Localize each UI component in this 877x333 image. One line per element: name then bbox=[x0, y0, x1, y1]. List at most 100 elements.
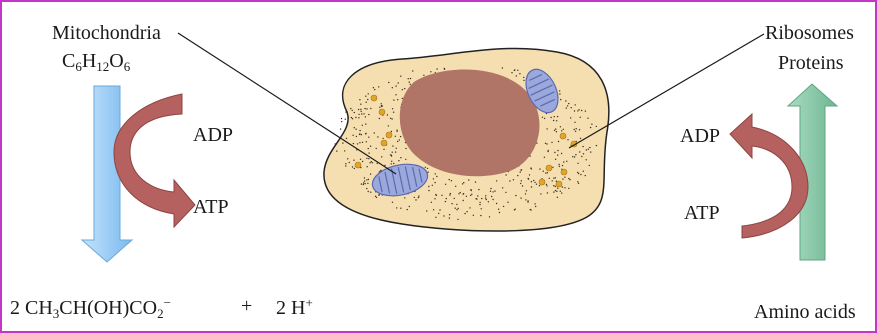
stipple-dot bbox=[400, 208, 401, 209]
stipple-dot bbox=[446, 198, 447, 199]
stipple-dot bbox=[575, 104, 576, 105]
stipple-dot bbox=[435, 194, 436, 195]
stipple-dot bbox=[377, 163, 378, 164]
stipple-dot bbox=[370, 173, 371, 174]
stipple-dot bbox=[354, 127, 355, 128]
stipple-dot bbox=[561, 130, 562, 131]
stipple-dot bbox=[349, 162, 350, 163]
stipple-dot bbox=[391, 155, 392, 156]
stipple-dot bbox=[387, 114, 388, 115]
stipple-dot bbox=[521, 169, 522, 170]
stipple-dot bbox=[523, 77, 524, 78]
stipple-dot bbox=[449, 214, 450, 215]
stipple-dot bbox=[578, 109, 579, 110]
stipple-dot bbox=[494, 190, 495, 191]
stipple-dot bbox=[377, 136, 378, 137]
stipple-dot bbox=[397, 141, 398, 142]
stipple-dot bbox=[388, 125, 389, 126]
stipple-dot bbox=[423, 75, 424, 76]
stipple-dot bbox=[551, 142, 552, 143]
right-adp-label: ADP bbox=[680, 126, 720, 146]
stipple-dot bbox=[357, 143, 358, 144]
stipple-dot bbox=[378, 194, 379, 195]
stipple-dot bbox=[581, 110, 582, 111]
stipple-dot bbox=[481, 198, 482, 199]
stipple-dot bbox=[381, 156, 382, 157]
stipple-dot bbox=[366, 108, 367, 109]
stipple-dot bbox=[438, 213, 439, 214]
stipple-dot bbox=[381, 106, 382, 107]
stipple-dot bbox=[536, 184, 537, 185]
stipple-dot bbox=[575, 154, 576, 155]
stipple-dot bbox=[559, 90, 560, 91]
stipple-dot bbox=[528, 178, 529, 179]
stipple-dot bbox=[583, 171, 584, 172]
stipple-dot bbox=[546, 143, 547, 144]
stipple-dot bbox=[351, 117, 352, 118]
stipple-dot bbox=[433, 178, 434, 179]
stipple-dot bbox=[361, 111, 362, 112]
stipple-dot bbox=[580, 138, 581, 139]
stipple-dot bbox=[530, 167, 531, 168]
stipple-dot bbox=[509, 180, 510, 181]
stipple-dot bbox=[466, 196, 467, 197]
stipple-dot bbox=[542, 117, 543, 118]
stipple-dot bbox=[354, 112, 355, 113]
stipple-dot bbox=[381, 103, 382, 104]
stipple-dot bbox=[366, 158, 367, 159]
stipple-dot bbox=[562, 178, 563, 179]
stipple-dot bbox=[359, 133, 360, 134]
right-atp-label: ATP bbox=[684, 203, 720, 223]
stipple-dot bbox=[449, 179, 450, 180]
stipple-dot bbox=[563, 161, 564, 162]
stipple-dot bbox=[521, 180, 522, 181]
stipple-dot bbox=[398, 82, 399, 83]
stipple-dot bbox=[363, 184, 364, 185]
stipple-dot bbox=[568, 103, 569, 104]
stipple-dot bbox=[365, 183, 366, 184]
stipple-dot bbox=[520, 183, 521, 184]
stipple-dot bbox=[544, 118, 545, 119]
stipple-dot bbox=[434, 182, 435, 183]
stipple-dot bbox=[523, 80, 524, 81]
stipple-dot bbox=[559, 93, 560, 94]
stipple-dot bbox=[360, 159, 361, 160]
stipple-dot bbox=[586, 149, 587, 150]
stipple-dot bbox=[451, 180, 452, 181]
stipple-dot bbox=[383, 149, 384, 150]
stipple-dot bbox=[449, 217, 450, 218]
stipple-dot bbox=[554, 116, 555, 117]
stipple-dot bbox=[531, 181, 532, 182]
stipple-dot bbox=[553, 191, 554, 192]
stipple-dot bbox=[361, 134, 362, 135]
stipple-dot bbox=[590, 127, 591, 128]
stipple-dot bbox=[445, 184, 446, 185]
stipple-dot bbox=[393, 112, 394, 113]
stipple-dot bbox=[368, 158, 369, 159]
stipple-dot bbox=[361, 183, 362, 184]
stipple-dot bbox=[404, 88, 405, 89]
stipple-dot bbox=[535, 206, 536, 207]
stipple-dot bbox=[374, 89, 375, 90]
stipple-dot bbox=[409, 81, 410, 82]
stipple-dot bbox=[588, 149, 589, 150]
stipple-dot bbox=[352, 118, 353, 119]
stipple-dot bbox=[499, 212, 500, 213]
stipple-dot bbox=[395, 151, 396, 152]
stipple-dot bbox=[525, 193, 526, 194]
stipple-dot bbox=[550, 117, 551, 118]
stipple-dot bbox=[511, 72, 512, 73]
stipple-dot bbox=[552, 180, 553, 181]
stipple-dot bbox=[379, 118, 380, 119]
stipple-dot bbox=[432, 185, 433, 186]
stipple-dot bbox=[556, 131, 557, 132]
stipple-dot bbox=[441, 195, 442, 196]
stipple-dot bbox=[370, 192, 371, 193]
stipple-dot bbox=[557, 116, 558, 117]
stipple-dot bbox=[426, 210, 427, 211]
stipple-dot bbox=[555, 128, 556, 129]
stipple-dot bbox=[475, 198, 476, 199]
stipple-dot bbox=[418, 195, 419, 196]
stipple-dot bbox=[362, 142, 363, 143]
stipple-dot bbox=[366, 188, 367, 189]
